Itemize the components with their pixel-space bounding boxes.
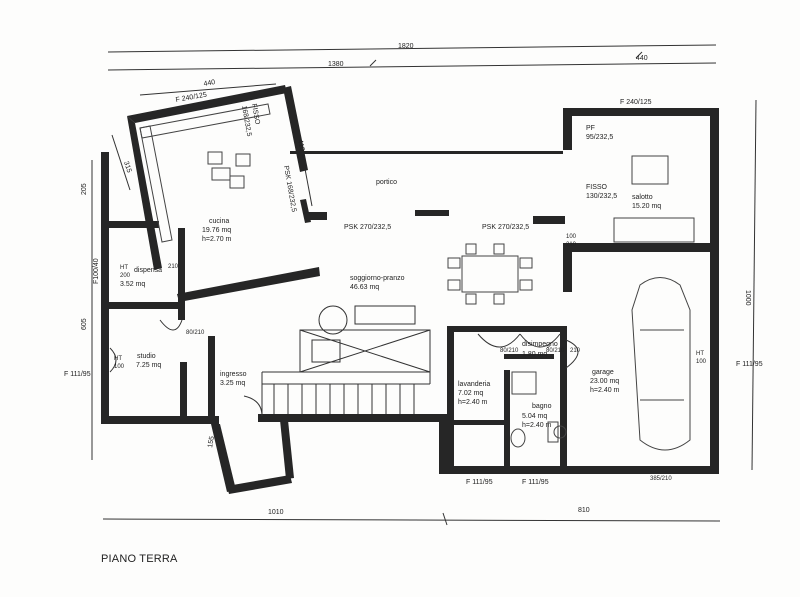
room-area: 1.80 mq (522, 351, 547, 358)
room-area: 7.02 mq (458, 390, 483, 397)
walls (101, 85, 719, 494)
dim-bottom-left: 1010 (268, 509, 284, 516)
dim-left-side: 315 (122, 160, 132, 173)
window-salotto-top: F 240/125 (620, 99, 652, 106)
opening-labels: F 240/125 FISSO 168/232,5 PSK 168/232,5 … (64, 92, 763, 486)
psk-left: PSK 270/232,5 (344, 224, 391, 231)
staircase (261, 305, 431, 414)
room-cucina: cucina 19.76 mq h=2.70 m (202, 218, 232, 243)
room-height: h=2.70 m (202, 236, 232, 243)
ht-garage-value: 100 (696, 359, 707, 365)
ht-studio: HT (114, 356, 122, 362)
fisso-kitchen-dim: 168/232,5 (240, 105, 252, 137)
room-labels: cucina 19.76 mq h=2.70 m dispensa 3.52 m… (120, 179, 661, 429)
dim-entry-depth: 155 (207, 436, 216, 449)
fisso-kitchen: FISSO (250, 103, 261, 125)
dim-right-width: 440 (636, 55, 648, 62)
room-dispensa: dispensa 3.52 mq (120, 267, 162, 288)
ht-dispensa: HT (120, 265, 128, 271)
room-soggiorno: soggiorno-pranzo 46.63 mq (350, 275, 405, 291)
window-garage: F 111/95 (736, 361, 763, 368)
room-name: salotto (632, 194, 653, 201)
room-name: lavanderia (458, 381, 490, 388)
room-name: bagno (532, 403, 552, 410)
room-area: 3.25 mq (220, 380, 245, 387)
room-studio: studio 7.25 mq (136, 353, 161, 369)
dim-left-width: 1380 (328, 61, 344, 68)
room-area: 7.25 mq (136, 362, 161, 369)
ht-garage: HT (696, 351, 704, 357)
ht-studio-value: 100 (114, 364, 125, 370)
dim-kitchen-width: 440 (203, 79, 216, 88)
room-bagno: bagno 5.04 mq h=2.40 m (522, 403, 552, 429)
door-garage-h: 210 (570, 348, 581, 354)
dim-bottom-right: 810 (578, 507, 590, 514)
door-studio: 80/210 (186, 330, 205, 336)
psk-right: PSK 270/232,5 (482, 224, 529, 231)
dimension-lines (91, 44, 757, 526)
room-name: ingresso (220, 371, 247, 378)
room-height: h=2.40 m (590, 387, 620, 394)
room-area: 3.52 mq (120, 281, 145, 288)
door-lav: 80/210 (500, 348, 519, 354)
door-salotto-w: 100 (566, 234, 577, 240)
window-bagno: F 111/95 (522, 479, 549, 486)
fisso-salotto: FISSO (586, 184, 608, 191)
room-area: 46.63 mq (350, 284, 379, 291)
room-disimpegno: disimpegno 1.80 mq (522, 341, 558, 358)
room-area: 5.04 mq (522, 413, 547, 420)
dim-left-mid: 605 (81, 318, 88, 330)
room-name: soggiorno-pranzo (350, 275, 405, 282)
room-name: garage (592, 369, 614, 376)
dimension-labels: 1820 1380 440 440 410 205 315 605 1000 1… (81, 43, 751, 516)
dim-left-top: 205 (81, 183, 88, 195)
room-area: 15.20 mq (632, 203, 661, 210)
pf-door-dim: 95/232,5 (586, 134, 613, 141)
room-ingresso: ingresso 3.25 mq (220, 371, 247, 387)
door-garage-main: 385/210 (650, 476, 672, 482)
room-name: dispensa (134, 267, 162, 274)
dim-total-width: 1820 (398, 43, 414, 50)
psk-kitchen: PSK 168/232,5 (282, 165, 297, 213)
room-name: studio (137, 353, 156, 360)
dim-right-height: 1000 (744, 290, 751, 306)
furniture (139, 103, 695, 451)
room-area: 23.00 mq (590, 378, 619, 385)
room-garage: garage 23.00 mq h=2.40 m (590, 369, 620, 394)
room-height: h=2.40 m (522, 422, 552, 429)
page-title: PIANO TERRA (101, 553, 178, 565)
door-dispensa-h: 210 (168, 264, 179, 270)
ht-dispensa-value: 200 (120, 273, 131, 279)
room-area: 19.76 mq (202, 227, 231, 234)
door-bagno: 80/210 (546, 348, 565, 354)
window-dispensa: F100/40 (93, 258, 100, 284)
window-lavanderia: F 111/95 (466, 479, 493, 486)
window-left: F 111/95 (64, 371, 91, 378)
door-swings (109, 319, 579, 417)
pf-door: PF (586, 125, 595, 132)
dim-kitchen-side: 410 (296, 139, 305, 152)
room-name: cucina (209, 218, 229, 225)
room-height: h=2.40 m (458, 399, 488, 406)
room-name: disimpegno (522, 341, 558, 348)
room-salotto: salotto 15.20 mq (632, 194, 661, 210)
door-salotto-h: 210 (566, 242, 577, 248)
room-portico: portico (376, 179, 397, 186)
room-name: portico (376, 179, 397, 186)
room-lavanderia: lavanderia 7.02 mq h=2.40 m (458, 381, 490, 406)
fisso-salotto-dim: 130/232,5 (586, 193, 617, 200)
